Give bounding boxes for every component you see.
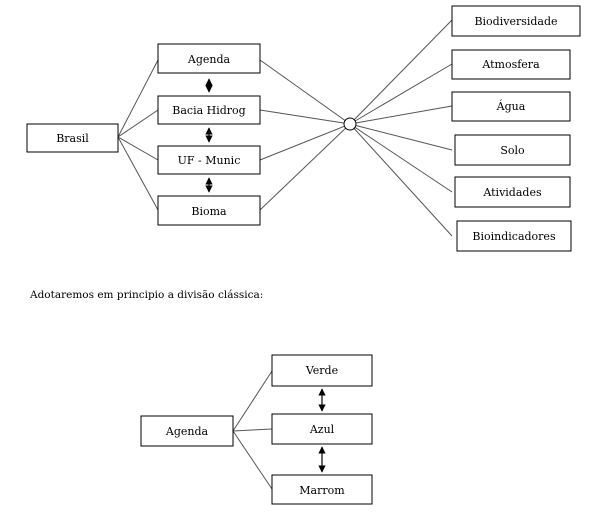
- edge-brasil-bacia: [117, 109, 159, 138]
- box-bacia-hidrog: Bacia Hidrog: [157, 95, 261, 125]
- box-biodiversidade: Biodiversidade: [451, 5, 581, 37]
- box-agua-label: Água: [496, 99, 526, 113]
- box-bioma-label: Bioma: [191, 205, 227, 218]
- box-agenda-bottom-label: Agenda: [165, 425, 209, 438]
- box-agenda-top: Agenda: [157, 43, 261, 74]
- edge-bacia-hub: [259, 109, 351, 125]
- box-verde-label: Verde: [305, 364, 338, 377]
- edge-hub-atmosfera: [349, 63, 453, 125]
- edge-hub-bioindicadores: [349, 123, 453, 237]
- box-biodiversidade-label: Biodiversidade: [474, 15, 557, 28]
- box-bacia-hidrog-label: Bacia Hidrog: [172, 104, 245, 117]
- box-bioindicadores: Bioindicadores: [456, 220, 572, 252]
- edge-brasil-bioma: [117, 136, 159, 211]
- box-azul-label: Azul: [309, 423, 335, 436]
- box-solo: Solo: [454, 134, 571, 166]
- box-atividades: Atividades: [454, 176, 571, 208]
- edge-agenda-azul: [232, 428, 273, 432]
- box-marrom-label: Marrom: [299, 484, 345, 497]
- box-brasil-label: Brasil: [56, 132, 89, 145]
- box-uf-munic-label: UF - Munic: [178, 154, 241, 167]
- box-atmosfera: Atmosfera: [451, 49, 571, 80]
- edge-agenda-hub: [259, 59, 351, 125]
- edge-uf-hub: [259, 123, 351, 161]
- box-azul: Azul: [271, 413, 373, 445]
- edge-hub-agua: [349, 105, 453, 125]
- edge-hub-solo: [349, 123, 453, 151]
- edge-brasil-uf: [117, 136, 159, 161]
- edge-hub-biodiversidade: [349, 19, 453, 125]
- edge-agenda-verde: [232, 370, 273, 432]
- edge-bioma-hub: [259, 123, 351, 211]
- box-brasil: Brasil: [26, 123, 119, 153]
- edge-hub-atividades: [349, 123, 453, 193]
- edge-agenda-marrom: [232, 430, 273, 490]
- caption-text: Adotaremos em principio a divisão clássi…: [30, 289, 264, 301]
- bottom-connectors: [232, 370, 273, 490]
- box-marrom: Marrom: [271, 474, 373, 505]
- top-connectors: [117, 19, 453, 237]
- box-verde: Verde: [271, 354, 373, 387]
- box-bioindicadores-label: Bioindicadores: [472, 230, 556, 243]
- box-agenda-top-label: Agenda: [187, 53, 231, 66]
- hub-node: [343, 117, 357, 131]
- box-solo-label: Solo: [500, 144, 525, 157]
- box-agua: Água: [451, 91, 571, 122]
- box-uf-munic: UF - Munic: [157, 145, 261, 175]
- box-atividades-label: Atividades: [482, 186, 542, 199]
- edge-brasil-agenda: [117, 59, 159, 138]
- box-agenda-bottom: Agenda: [140, 415, 234, 447]
- box-bioma: Bioma: [157, 195, 261, 226]
- box-atmosfera-label: Atmosfera: [481, 58, 540, 71]
